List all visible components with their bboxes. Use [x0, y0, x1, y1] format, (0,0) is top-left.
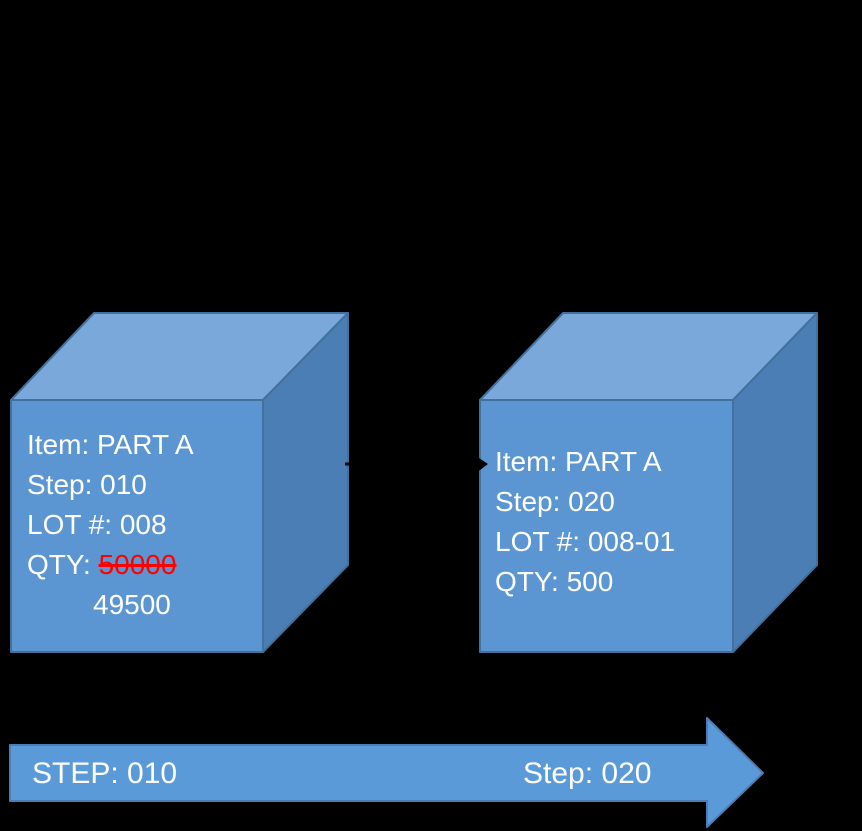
- cube1-lot-line: LOT #: 008: [27, 509, 167, 540]
- cube-lot-008: [10, 312, 349, 653]
- cube2-step-line: Step: 020: [495, 486, 615, 517]
- cube1-qty-old-value: 50000: [98, 549, 177, 580]
- cube-lot-008-01: [479, 312, 818, 653]
- cube2-label-block: Item: PART A Step: 020 LOT #: 008-01 QTY…: [495, 442, 675, 602]
- connector-arrow: [345, 456, 488, 473]
- process-arrow-label-step-020: Step: 020: [523, 757, 652, 790]
- cube1-qty-line: QTY: 50000: [27, 545, 194, 585]
- cube2-front-face: [479, 399, 734, 653]
- cube1-qty-label: QTY:: [27, 549, 99, 580]
- cube1-front-face: [10, 399, 264, 653]
- cube1-label-block: Item: PART A Step: 010 LOT #: 008 QTY: 5…: [27, 425, 194, 625]
- cube2-item-line: Item: PART A: [495, 446, 662, 477]
- cube2-lot-line: LOT #: 008-01: [495, 526, 676, 557]
- cube1-item-line: Item: PART A: [27, 429, 194, 460]
- process-arrow-shape: [9, 717, 764, 828]
- process-arrow-label-step-010: STEP: 010: [32, 757, 178, 790]
- cube1-step-line: Step: 010: [27, 469, 147, 500]
- cube2-qty-line: QTY: 500: [495, 566, 614, 597]
- connector-arrowhead-icon: [476, 456, 488, 473]
- cube1-qty-new-value: 49500: [93, 589, 171, 620]
